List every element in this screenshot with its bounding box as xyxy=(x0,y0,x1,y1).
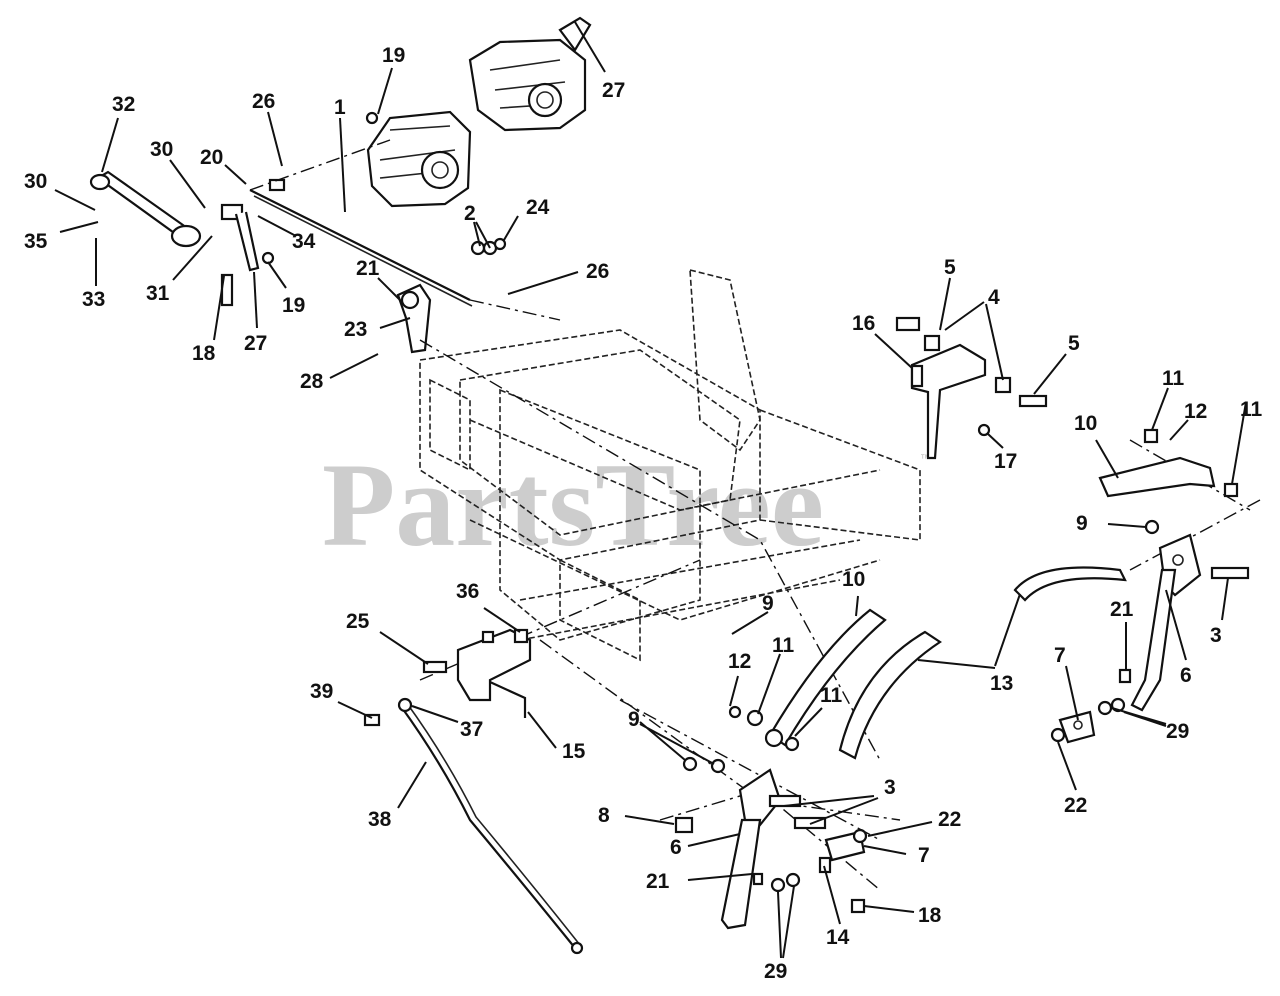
callout-30: 30 xyxy=(150,138,173,161)
callout-14: 14 xyxy=(826,926,850,949)
callout-28: 28 xyxy=(300,370,324,393)
callout-26: 26 xyxy=(586,260,609,283)
callout-21: 21 xyxy=(356,257,380,280)
callout-2: 2 xyxy=(464,202,476,225)
callout-12: 12 xyxy=(1184,400,1207,423)
callout-21: 21 xyxy=(646,870,670,893)
callout-38: 38 xyxy=(368,808,392,831)
leader-lines xyxy=(54,21,1247,959)
callout-34: 34 xyxy=(292,230,316,253)
callout-37: 37 xyxy=(460,718,483,741)
callout-12: 12 xyxy=(728,650,751,673)
callout-5: 5 xyxy=(944,256,956,279)
callout-6: 6 xyxy=(1180,664,1192,687)
callout-20: 20 xyxy=(200,146,223,169)
lever-left xyxy=(363,628,584,955)
bracket-right xyxy=(895,316,1048,460)
callout-33: 33 xyxy=(82,288,105,311)
callout-9: 9 xyxy=(762,592,774,615)
callout-3: 3 xyxy=(884,776,896,799)
callout-9: 9 xyxy=(628,708,640,731)
callout-39: 39 xyxy=(310,680,333,703)
watermark: PartsTree xyxy=(322,438,824,571)
callout-22: 22 xyxy=(938,808,961,831)
callout-17: 17 xyxy=(994,450,1017,473)
callout-11: 11 xyxy=(820,684,843,707)
callout-19: 19 xyxy=(282,294,305,317)
callout-10: 10 xyxy=(1074,412,1097,435)
callout-24: 24 xyxy=(526,196,550,219)
callout-23: 23 xyxy=(344,318,367,341)
callout-29: 29 xyxy=(764,960,787,983)
callout-18: 18 xyxy=(918,904,942,927)
callout-32: 32 xyxy=(112,93,135,116)
callout-9: 9 xyxy=(1076,512,1088,535)
callout-7: 7 xyxy=(918,844,930,867)
callout-labels: 19 27 32 1 26 30 20 30 35 34 33 31 2 24 … xyxy=(24,44,1263,983)
callout-11: 11 xyxy=(772,634,795,657)
callout-35: 35 xyxy=(24,230,48,253)
callout-16: 16 xyxy=(852,312,875,335)
callout-10: 10 xyxy=(842,568,865,591)
callout-11: 11 xyxy=(1162,367,1185,390)
callout-6: 6 xyxy=(670,836,682,859)
control-rod xyxy=(89,111,507,354)
callout-36: 36 xyxy=(456,580,479,603)
callout-22: 22 xyxy=(1064,794,1087,817)
callout-25: 25 xyxy=(346,610,370,633)
callout-18: 18 xyxy=(192,342,216,365)
hydro-pump-upper xyxy=(468,16,592,132)
callout-26: 26 xyxy=(252,90,275,113)
callout-4: 4 xyxy=(988,286,1000,309)
callout-27: 27 xyxy=(602,79,625,102)
callout-15: 15 xyxy=(562,740,586,763)
callout-11: 11 xyxy=(1240,398,1263,421)
lever-right xyxy=(1050,428,1250,744)
callout-27: 27 xyxy=(244,332,267,355)
callout-8: 8 xyxy=(598,804,610,827)
handle-grips xyxy=(728,566,1127,760)
callout-1: 1 xyxy=(334,96,346,119)
callout-7: 7 xyxy=(1054,644,1066,667)
callout-13: 13 xyxy=(990,672,1013,695)
callout-31: 31 xyxy=(146,282,170,305)
callout-30: 30 xyxy=(24,170,47,193)
callout-29: 29 xyxy=(1166,720,1189,743)
callout-5: 5 xyxy=(1068,332,1080,355)
callout-19: 19 xyxy=(382,44,405,67)
callout-21: 21 xyxy=(1110,598,1134,621)
hydro-pump-lower xyxy=(366,110,472,208)
watermark-trademark: ™ xyxy=(920,453,931,465)
callout-3: 3 xyxy=(1210,624,1222,647)
